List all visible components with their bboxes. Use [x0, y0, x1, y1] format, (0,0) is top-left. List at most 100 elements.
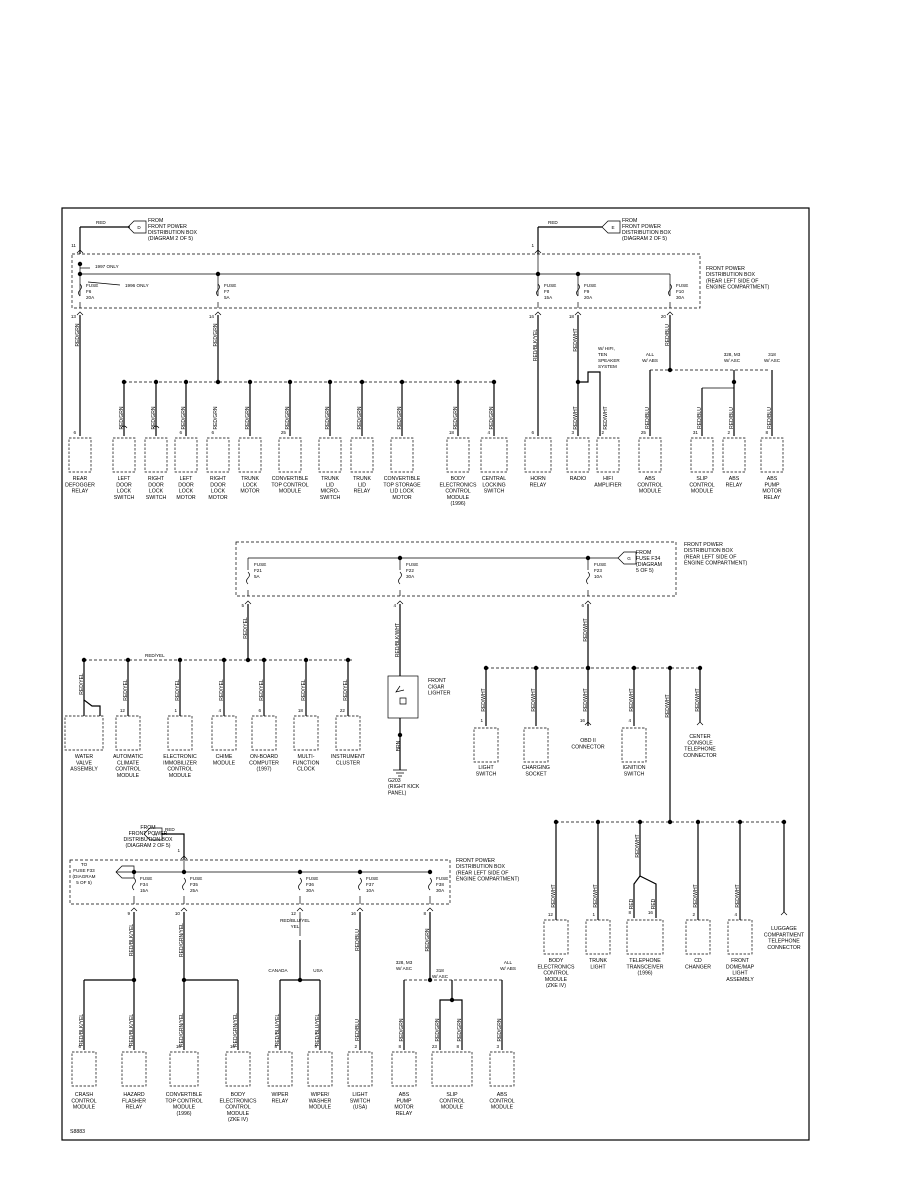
component-label: LOCK	[211, 489, 226, 495]
fuse-label: 30A	[436, 888, 445, 893]
component-label: CONVERTIBLE	[384, 476, 421, 482]
component-label: ABS	[399, 1092, 410, 1098]
wire-color-label: RED/GRN/YEL	[179, 1013, 185, 1047]
option-label: ALL	[646, 352, 655, 357]
component-label: LIGHT	[352, 1092, 368, 1098]
splice-dot	[131, 869, 137, 875]
pin-mark	[696, 721, 704, 726]
splice-dot	[245, 657, 251, 663]
source-label: FUSE F34	[636, 556, 660, 562]
component-box	[585, 919, 611, 955]
source-label: (DIAGRAM 2 OF 5)	[126, 843, 171, 849]
component-box	[722, 437, 746, 473]
fuse-symbol	[668, 283, 672, 297]
component-label: PUMP	[397, 1098, 413, 1104]
source-wire-color: RED	[548, 220, 558, 225]
connector-letter: E	[611, 225, 614, 230]
component-label: BODY	[451, 476, 466, 482]
source-label: FROM	[636, 550, 651, 556]
option-label: W/ ASC	[724, 358, 741, 363]
component-label: SWITCH	[320, 495, 341, 501]
component-label: CHARGING	[522, 765, 550, 771]
component-box	[543, 919, 569, 955]
fuse-label: FUSE	[254, 562, 266, 567]
component-box	[71, 1051, 97, 1087]
pin-number: 10	[176, 1044, 182, 1049]
fuse-label: FUSE	[594, 562, 606, 567]
wire-color-label: RED/WHT	[551, 884, 557, 907]
fuse-box-outline	[69, 859, 451, 905]
connector-tab	[152, 425, 160, 429]
component-box	[278, 437, 302, 473]
component-label: SWITCH	[114, 495, 135, 501]
wire-color-label: RED/GRN	[285, 406, 291, 429]
component-label: (1997)	[257, 767, 272, 773]
hifi-note: SYSTEM	[598, 364, 617, 369]
component-label: CONVERTIBLE	[166, 1092, 203, 1098]
component-label: IMMOBILIZER	[163, 760, 197, 766]
component-label: TOP CONTROL	[271, 482, 308, 488]
component-label: LOCK	[117, 489, 132, 495]
component-box	[206, 437, 230, 473]
fuse-label: F8	[544, 289, 550, 294]
ground-label: PANEL)	[388, 790, 407, 796]
fuse-label: F34	[140, 882, 148, 887]
note-1997: 1997 ONLY	[95, 264, 119, 269]
fuse-label: FUSE	[366, 876, 378, 881]
component-label: HAZARD	[123, 1092, 145, 1098]
component-label: CONNECTOR	[571, 744, 605, 750]
pin-number: 20	[661, 314, 667, 319]
component-box	[760, 437, 784, 473]
wire-color-label: RED/YEL	[79, 673, 85, 695]
component-label: LIGHT	[478, 765, 494, 771]
ground-symbol	[393, 769, 407, 777]
component-label: LOCK	[243, 482, 258, 488]
component-label: ASSEMBLY	[726, 977, 754, 983]
component-label: RELAY	[726, 482, 743, 488]
pin-number: 3	[571, 430, 574, 435]
pin-number: 18	[449, 430, 455, 435]
fuse-label: 30A	[676, 295, 685, 300]
wire-color-label: RED/BLU	[355, 1019, 361, 1041]
pin-mark	[180, 907, 188, 912]
pin-number: 2	[727, 430, 730, 435]
fuse-symbol	[132, 877, 136, 891]
component-label: TELEPHONE	[629, 958, 661, 964]
source-connector	[601, 220, 621, 234]
component-label: DOOR	[148, 482, 164, 488]
component-label: MOTOR	[208, 495, 227, 501]
component-label: LEFT	[118, 476, 132, 482]
branch-wire	[639, 875, 657, 918]
component-label: RELAY	[354, 489, 371, 495]
wire-color-label: RED/YEL	[219, 679, 225, 701]
fuse-label: 30A	[406, 574, 415, 579]
wire-color-label: RED/YEL	[301, 679, 307, 701]
wire-color-label: RED/BLK/YEL	[533, 329, 539, 361]
source-wire	[162, 833, 185, 860]
component-box	[685, 919, 711, 955]
wire-color-label: RED/WHT	[629, 688, 635, 711]
component-box	[112, 437, 136, 473]
component-label: MODULE	[73, 1105, 96, 1111]
pin-number: 31	[693, 430, 699, 435]
wire-color-label: RED/GRN	[397, 406, 403, 429]
component-box	[446, 437, 470, 473]
source-label: DISTRIBUTION BOX	[622, 230, 672, 236]
component-label: MODULE	[279, 489, 302, 495]
fuse-symbol	[216, 283, 220, 297]
fuse-label: FUSE	[224, 283, 236, 288]
fuse-box-label: FRONT POWER	[706, 266, 745, 272]
pin-number: 25	[281, 430, 287, 435]
wire-color-label: RED/WHT	[481, 688, 487, 711]
component-label: CONTROL	[115, 767, 140, 773]
fuse-label: 20A	[86, 295, 95, 300]
option-label: W/ ASC	[396, 966, 413, 971]
component-label: TOP STORAGE	[383, 482, 421, 488]
ground-label: G203	[388, 778, 401, 784]
source-label: (DIAGRAM 2 OF 5)	[148, 236, 193, 242]
hifi-note: TEN	[598, 352, 607, 357]
component-label: ELECTRONICS	[440, 482, 477, 488]
wire-color-label: RED/BLU	[729, 407, 735, 429]
fuse-label: F6	[86, 289, 92, 294]
pin-number: 5	[241, 603, 244, 608]
